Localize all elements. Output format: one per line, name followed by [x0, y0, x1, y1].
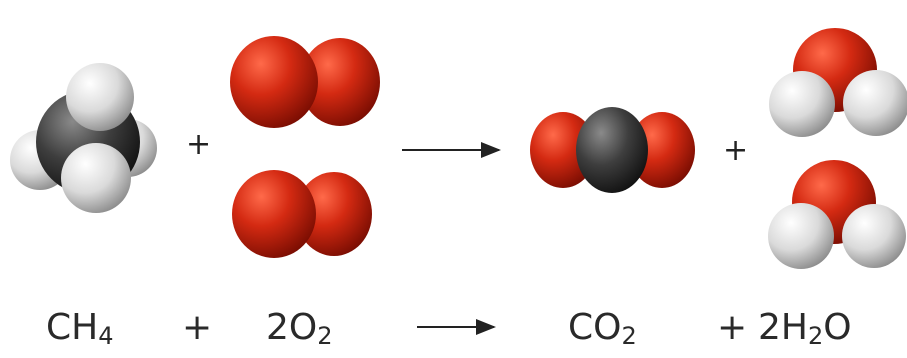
oxygen-molecule — [230, 36, 380, 128]
formula-water-subscript: 2 — [807, 322, 824, 350]
formula-plus-1: + — [182, 307, 213, 348]
formula-co2-symbol: CO — [568, 307, 622, 348]
methane-molecule — [10, 63, 157, 213]
oxygen-atom — [629, 112, 695, 188]
oxygen-atom — [232, 170, 316, 258]
formula-oxygen: 2O2 — [266, 306, 333, 350]
hydrogen-atom — [61, 143, 131, 213]
formula-water-symbol-o: O — [823, 307, 852, 348]
formula-methane: CH4 — [46, 306, 114, 350]
hydrogen-atom — [768, 203, 834, 269]
oxygen-molecule — [232, 170, 372, 258]
formula-oxygen-symbol: O — [288, 307, 318, 348]
formula-methane-subscript: 4 — [98, 322, 114, 350]
formula-oxygen-coefficient: 2 — [266, 307, 289, 348]
carbon-atom — [576, 107, 648, 193]
oxygen-atom — [300, 38, 380, 126]
hydrogen-atom — [843, 70, 907, 136]
oxygen-atom — [296, 172, 372, 256]
formula-water-coefficient: 2 — [758, 307, 781, 348]
hydrogen-atom — [66, 63, 134, 131]
plus-sign: + — [723, 133, 748, 168]
hydrogen-atom — [769, 71, 835, 137]
formula-water-symbol-h: H — [780, 307, 808, 348]
formula-carbon-dioxide: CO2 — [568, 306, 637, 350]
formula-oxygen-subscript: 2 — [317, 322, 333, 350]
formula-co2-subscript: 2 — [621, 322, 637, 350]
formula-methane-symbol: CH — [46, 307, 99, 348]
formula-water: 2H2O — [758, 306, 852, 350]
water-molecule — [768, 160, 906, 269]
water-molecule — [769, 28, 907, 137]
oxygen-atom — [530, 112, 596, 188]
oxygen-atom — [230, 36, 318, 128]
formula-plus-2: + — [717, 307, 748, 348]
plus-sign: + — [186, 127, 211, 162]
carbon-dioxide-molecule — [530, 107, 695, 193]
hydrogen-atom — [842, 204, 906, 268]
